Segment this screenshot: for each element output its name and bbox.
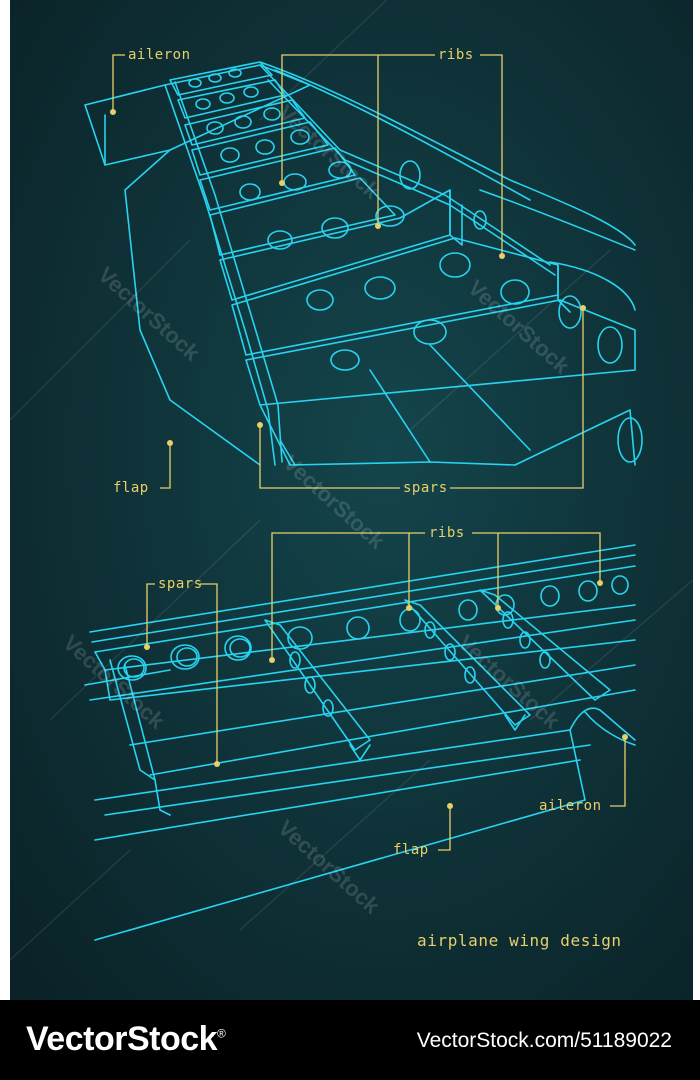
- callout-flap-top: flap: [113, 480, 149, 496]
- callout-flap-bottom: flap: [393, 842, 429, 858]
- callout-ribs-bottom: ribs: [429, 525, 465, 541]
- drawing-title: airplane wing design: [417, 931, 622, 950]
- footer-url[interactable]: VectorStock.com/51189022: [416, 1029, 672, 1052]
- callout-spars-bottom: spars: [158, 576, 203, 592]
- callout-spars-top: spars: [403, 480, 448, 496]
- callout-ribs-top: ribs: [438, 47, 474, 63]
- callout-aileron-top: aileron: [128, 47, 191, 63]
- bottom-wing-structure: [84, 544, 636, 941]
- wing-drawing: [10, 0, 693, 961]
- callout-dots: [110, 109, 628, 809]
- registered-mark: ®: [217, 1026, 226, 1041]
- callout-aileron-bottom: aileron: [539, 798, 602, 814]
- footer-logo[interactable]: VectorStock®: [26, 1020, 226, 1059]
- top-wing-structure: [84, 61, 643, 466]
- footer-brand: VectorStock: [26, 1020, 218, 1058]
- blueprint-canvas: aileron ribs flap spars ribs spars ailer…: [10, 0, 693, 1000]
- callout-leaders: [112, 54, 626, 851]
- watermark-lines: [10, 0, 693, 961]
- footer-bar: VectorStock® VectorStock.com/51189022: [0, 1000, 700, 1080]
